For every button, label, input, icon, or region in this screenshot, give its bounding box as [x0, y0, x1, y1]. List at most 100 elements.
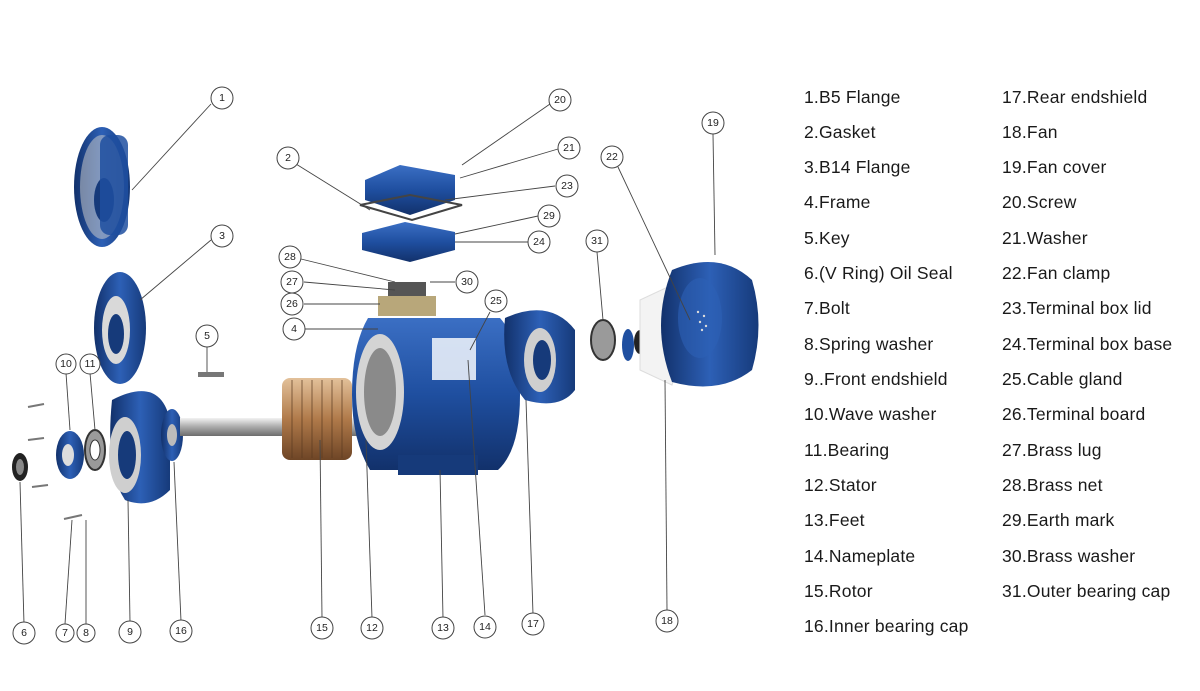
- legend-item: 8.Spring washer: [804, 334, 934, 354]
- legend-item: 30.Brass washer: [1002, 546, 1136, 566]
- legend-item: 10.Wave washer: [804, 404, 937, 424]
- callout-8: 8: [76, 623, 96, 643]
- legend-item: 9..Front endshield: [804, 369, 948, 389]
- svg-text:25: 25: [490, 295, 502, 307]
- legend-item: 18.Fan: [1002, 122, 1058, 142]
- svg-text:30: 30: [461, 276, 473, 288]
- svg-text:3: 3: [219, 230, 225, 242]
- svg-text:28: 28: [284, 251, 296, 263]
- callout-2: 2: [276, 146, 300, 170]
- legend-item: 6.(V Ring) Oil Seal: [804, 263, 953, 283]
- legend-item: 13.Feet: [804, 510, 865, 530]
- svg-text:17: 17: [527, 618, 539, 630]
- callout-14: 14: [473, 615, 497, 639]
- legend-item: 24.Terminal box base: [1002, 334, 1173, 354]
- legend-item: 7.Bolt: [804, 298, 850, 318]
- callout-4: 4: [282, 317, 306, 341]
- svg-text:11: 11: [85, 358, 96, 370]
- svg-text:27: 27: [286, 276, 298, 288]
- callout-23: 23: [555, 174, 579, 198]
- callout-24: 24: [527, 230, 551, 254]
- fan-cover-part: [661, 262, 759, 387]
- outer-bearing-cap-part: [590, 319, 646, 361]
- svg-text:19: 19: [707, 117, 719, 129]
- legend-item: 28.Brass net: [1002, 475, 1103, 495]
- inner-bearing-cap-part: [161, 409, 183, 461]
- svg-text:5: 5: [204, 330, 210, 342]
- svg-text:21: 21: [563, 142, 575, 154]
- callout-21: 21: [557, 136, 581, 160]
- callout-5: 5: [195, 324, 219, 348]
- frame-part: [352, 318, 520, 475]
- legend-item: 21.Washer: [1002, 228, 1088, 248]
- svg-text:15: 15: [316, 622, 328, 634]
- rear-endshield-part: [504, 310, 575, 404]
- svg-text:4: 4: [291, 323, 297, 335]
- legend-item: 26.Terminal board: [1002, 404, 1146, 424]
- terminal-board-part: [378, 282, 436, 316]
- legend-item: 20.Screw: [1002, 192, 1077, 212]
- callout-28: 28: [278, 245, 302, 269]
- callout-18: 18: [655, 609, 679, 633]
- callout-25: 25: [484, 289, 508, 313]
- inner-cap-small-part: [56, 431, 84, 479]
- legend-item: 16.Inner bearing cap: [804, 616, 969, 636]
- legend-item: 2.Gasket: [804, 122, 876, 142]
- legend-item: 12.Stator: [804, 475, 877, 495]
- svg-text:22: 22: [606, 151, 618, 163]
- callout-10: 10: [55, 353, 77, 375]
- legend-item: 3.B14 Flange: [804, 157, 911, 177]
- legend-item: 15.Rotor: [804, 581, 873, 601]
- svg-text:31: 31: [591, 235, 603, 247]
- key-part: [198, 372, 224, 377]
- callout-3: 3: [210, 224, 234, 248]
- svg-text:6: 6: [21, 627, 27, 639]
- callout-16: 16: [169, 619, 193, 643]
- legend-item: 25.Cable gland: [1002, 369, 1123, 389]
- svg-text:16: 16: [175, 625, 187, 637]
- svg-text:8: 8: [83, 627, 89, 639]
- callout-15: 15: [310, 616, 334, 640]
- b5-flange-part: [74, 127, 130, 247]
- svg-text:23: 23: [561, 180, 573, 192]
- svg-text:20: 20: [554, 94, 566, 106]
- callout-30: 30: [455, 270, 479, 294]
- legend-item: 29.Earth mark: [1002, 510, 1115, 530]
- terminal-box-part: [359, 165, 463, 262]
- callout-9: 9: [118, 620, 142, 644]
- oil-seal-part: [12, 453, 28, 481]
- rotor-part: [180, 378, 360, 460]
- legend-item: 31.Outer bearing cap: [1002, 581, 1171, 601]
- legend-item: 27.Brass lug: [1002, 440, 1102, 460]
- legend-item: 14.Nameplate: [804, 546, 916, 566]
- legend-item: 5.Key: [804, 228, 850, 248]
- svg-text:7: 7: [62, 627, 68, 639]
- callout-17: 17: [521, 612, 545, 636]
- svg-text:24: 24: [533, 236, 545, 248]
- callout-11: 11: [79, 353, 101, 375]
- bearing-part: [84, 429, 106, 471]
- front-endshield-part: [109, 391, 170, 504]
- callout-22: 22: [600, 145, 624, 169]
- legend-item: 19.Fan cover: [1002, 157, 1107, 177]
- legend-item: 1.B5 Flange: [804, 87, 901, 107]
- callout-7: 7: [55, 623, 75, 643]
- legend-item: 23.Terminal box lid: [1002, 298, 1152, 318]
- callout-19: 19: [701, 111, 725, 135]
- svg-text:26: 26: [286, 298, 298, 310]
- svg-text:10: 10: [60, 358, 72, 370]
- legend-item: 4.Frame: [804, 192, 871, 212]
- callout-13: 13: [431, 616, 455, 640]
- svg-text:14: 14: [479, 621, 491, 633]
- legend-item: 17.Rear endshield: [1002, 87, 1148, 107]
- svg-text:9: 9: [127, 626, 133, 638]
- bolts-part: [27, 403, 83, 520]
- svg-text:18: 18: [661, 615, 673, 627]
- callout-31: 31: [585, 229, 609, 253]
- legend-item: 22.Fan clamp: [1002, 263, 1111, 283]
- callout-29: 29: [537, 204, 561, 228]
- svg-text:29: 29: [543, 210, 555, 222]
- b14-flange-part: [94, 272, 146, 384]
- leader-lines: [19, 103, 716, 625]
